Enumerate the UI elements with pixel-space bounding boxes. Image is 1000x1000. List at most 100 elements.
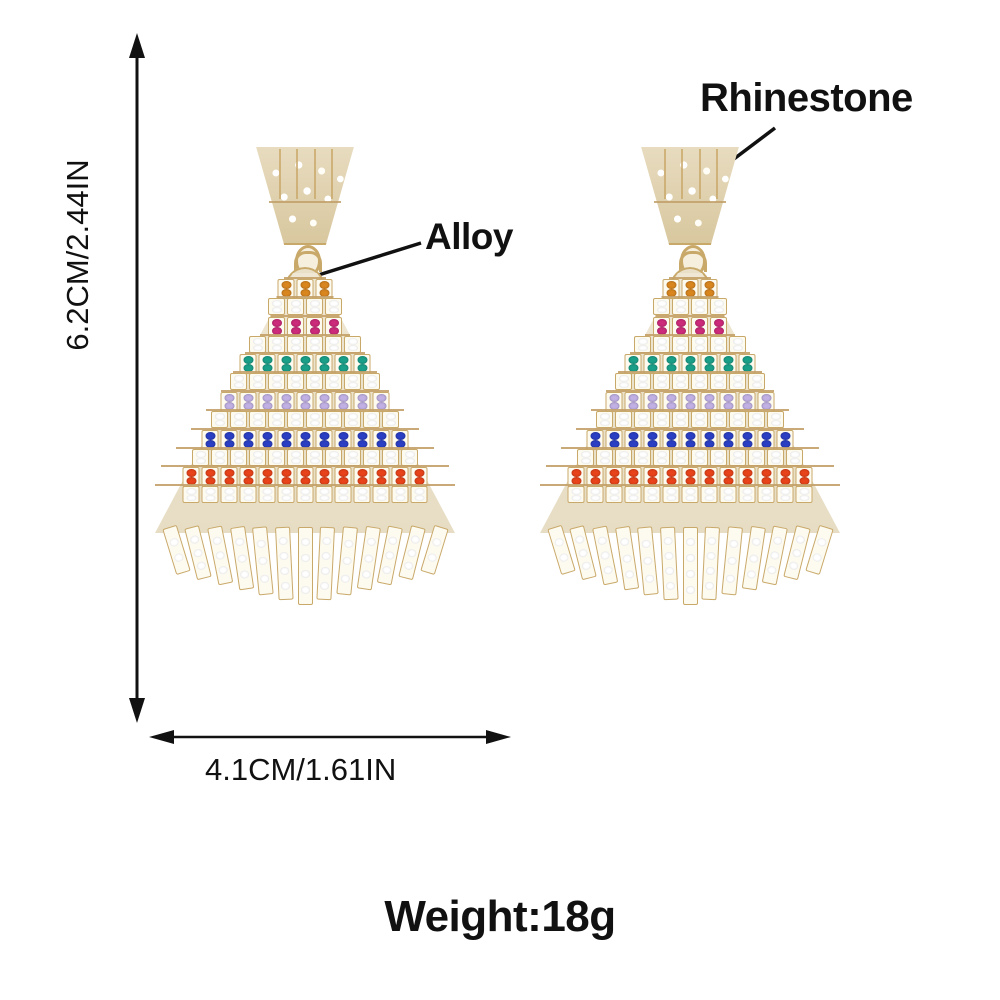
gem-blue <box>300 440 310 448</box>
gem-clear-6 <box>338 488 348 495</box>
gem-row-lavender-left <box>220 392 390 412</box>
gem-clear-4 <box>599 419 610 426</box>
gem-orange <box>186 477 196 485</box>
gem-orange <box>205 477 215 485</box>
gem-clear-6 <box>376 494 386 501</box>
gem-cell <box>201 430 219 450</box>
gem-cell <box>691 373 708 390</box>
band-rule <box>270 315 340 317</box>
gem-clear-5 <box>713 451 724 458</box>
gem-clear-6 <box>780 488 790 495</box>
gem-teal <box>742 356 752 364</box>
gem-orange <box>262 469 272 477</box>
gem-blue <box>609 432 619 440</box>
gem-cell <box>662 279 680 299</box>
gem-clear-6 <box>704 488 714 495</box>
gem-magenta <box>694 319 705 327</box>
gem-cell <box>258 430 276 450</box>
gem-amber <box>704 289 714 297</box>
gem-orange <box>590 477 600 485</box>
gem-clear-6 <box>243 494 253 501</box>
gem-magenta <box>328 319 339 327</box>
gem-orange <box>571 477 581 485</box>
gem-clear-5 <box>770 451 781 458</box>
gem-blue <box>376 432 386 440</box>
gem-cell <box>786 449 803 466</box>
gem-clear-5 <box>656 451 667 458</box>
gem-clear-1 <box>656 306 667 313</box>
fringe-bar <box>229 525 254 591</box>
gem-clear-6 <box>647 488 657 495</box>
gem-teal <box>338 364 348 372</box>
gem-blue <box>205 432 215 440</box>
gem-lavender <box>723 394 733 402</box>
gem-cell <box>239 486 257 503</box>
stud-rib <box>681 149 683 199</box>
gem-clear-6 <box>243 488 253 495</box>
gem-clear-4 <box>656 419 667 426</box>
gem-cell <box>662 392 680 412</box>
gem-teal <box>666 356 676 364</box>
gem-blue <box>761 432 771 440</box>
gem-clear-4 <box>656 413 667 420</box>
gem-orange <box>376 477 386 485</box>
gem-cell <box>306 411 323 428</box>
gem-orange <box>780 469 790 477</box>
band-rule <box>191 428 419 430</box>
gem-clear-6 <box>205 488 215 495</box>
gem-clear-2 <box>252 344 263 351</box>
gem-clear-6 <box>186 488 196 495</box>
gem-clear <box>664 551 674 561</box>
gem-blue <box>319 432 329 440</box>
gem-clear <box>750 537 761 547</box>
gem-lavender <box>628 402 638 410</box>
gem-clear-2 <box>290 344 301 351</box>
gem-blue <box>723 440 733 448</box>
gem-clear <box>788 561 799 572</box>
gem-clear-1 <box>290 306 301 313</box>
gem-clear-4 <box>618 419 629 426</box>
gem-orange <box>300 477 310 485</box>
gem-clear-4 <box>618 413 629 420</box>
gem-cell <box>729 449 746 466</box>
gem-clear <box>189 534 201 545</box>
gem-cell <box>230 449 247 466</box>
gem-clear-5 <box>366 457 377 464</box>
gem-cell <box>353 392 371 412</box>
gem-orange <box>761 477 771 485</box>
gem-cell <box>268 298 285 315</box>
band-rule <box>630 352 750 354</box>
gem-cell <box>296 279 314 299</box>
gem-orange <box>799 477 809 485</box>
band-rule <box>155 484 455 486</box>
gem-clear <box>644 573 655 583</box>
gem-row-amber-right <box>662 279 718 299</box>
gem-blue <box>357 432 367 440</box>
gem-magenta <box>309 327 320 335</box>
gem-clear-2 <box>675 344 686 351</box>
gem-clear <box>727 556 737 566</box>
gem-cell <box>757 486 775 503</box>
gem-blue <box>338 432 348 440</box>
gem-orange <box>799 469 809 477</box>
gem-clear-6 <box>761 488 771 495</box>
gem-orange <box>224 469 234 477</box>
gem-cell <box>334 354 352 374</box>
gem-magenta <box>675 319 686 327</box>
gem-cell <box>410 486 428 503</box>
earring-right <box>540 145 840 625</box>
gem-magenta <box>271 327 282 335</box>
gem-clear <box>557 552 569 564</box>
gem-orange <box>414 469 424 477</box>
gem-clear-3 <box>694 375 705 382</box>
fan-body-right <box>540 251 840 533</box>
gem-magenta <box>656 327 667 335</box>
gem-lavender <box>281 394 291 402</box>
gem-lavender <box>742 394 752 402</box>
gem-clear-5 <box>195 451 206 458</box>
fringe-bar <box>637 526 659 596</box>
gem-cell <box>230 373 247 390</box>
gem-clear-6 <box>571 488 581 495</box>
gem-clear <box>705 566 716 576</box>
